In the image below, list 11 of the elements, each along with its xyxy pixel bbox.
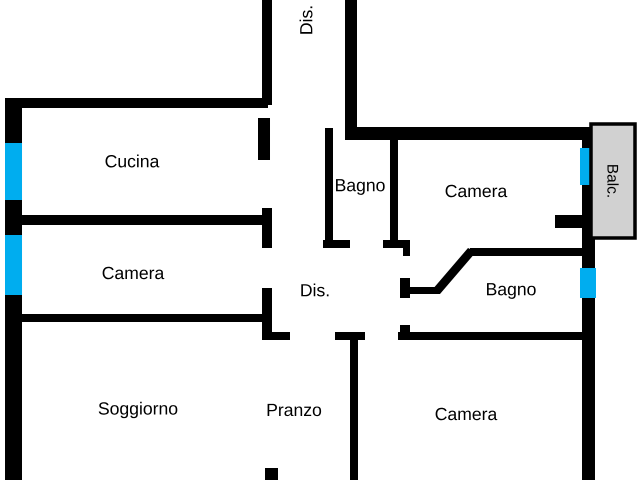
room-label: Bagno [336,179,385,195]
balcony-box: Balc. [589,122,637,240]
room-label: Cucina [106,154,160,168]
room-label: Camera [436,408,498,420]
room-label: Camera [446,184,508,198]
room-label: Dis. [301,284,329,296]
room-label: Pranzo [268,404,322,416]
room-label: Dis. [300,6,312,34]
room-label: Bagno [487,283,536,299]
room-label: Camera [102,266,164,280]
room-label: Soggiorno [98,402,178,418]
